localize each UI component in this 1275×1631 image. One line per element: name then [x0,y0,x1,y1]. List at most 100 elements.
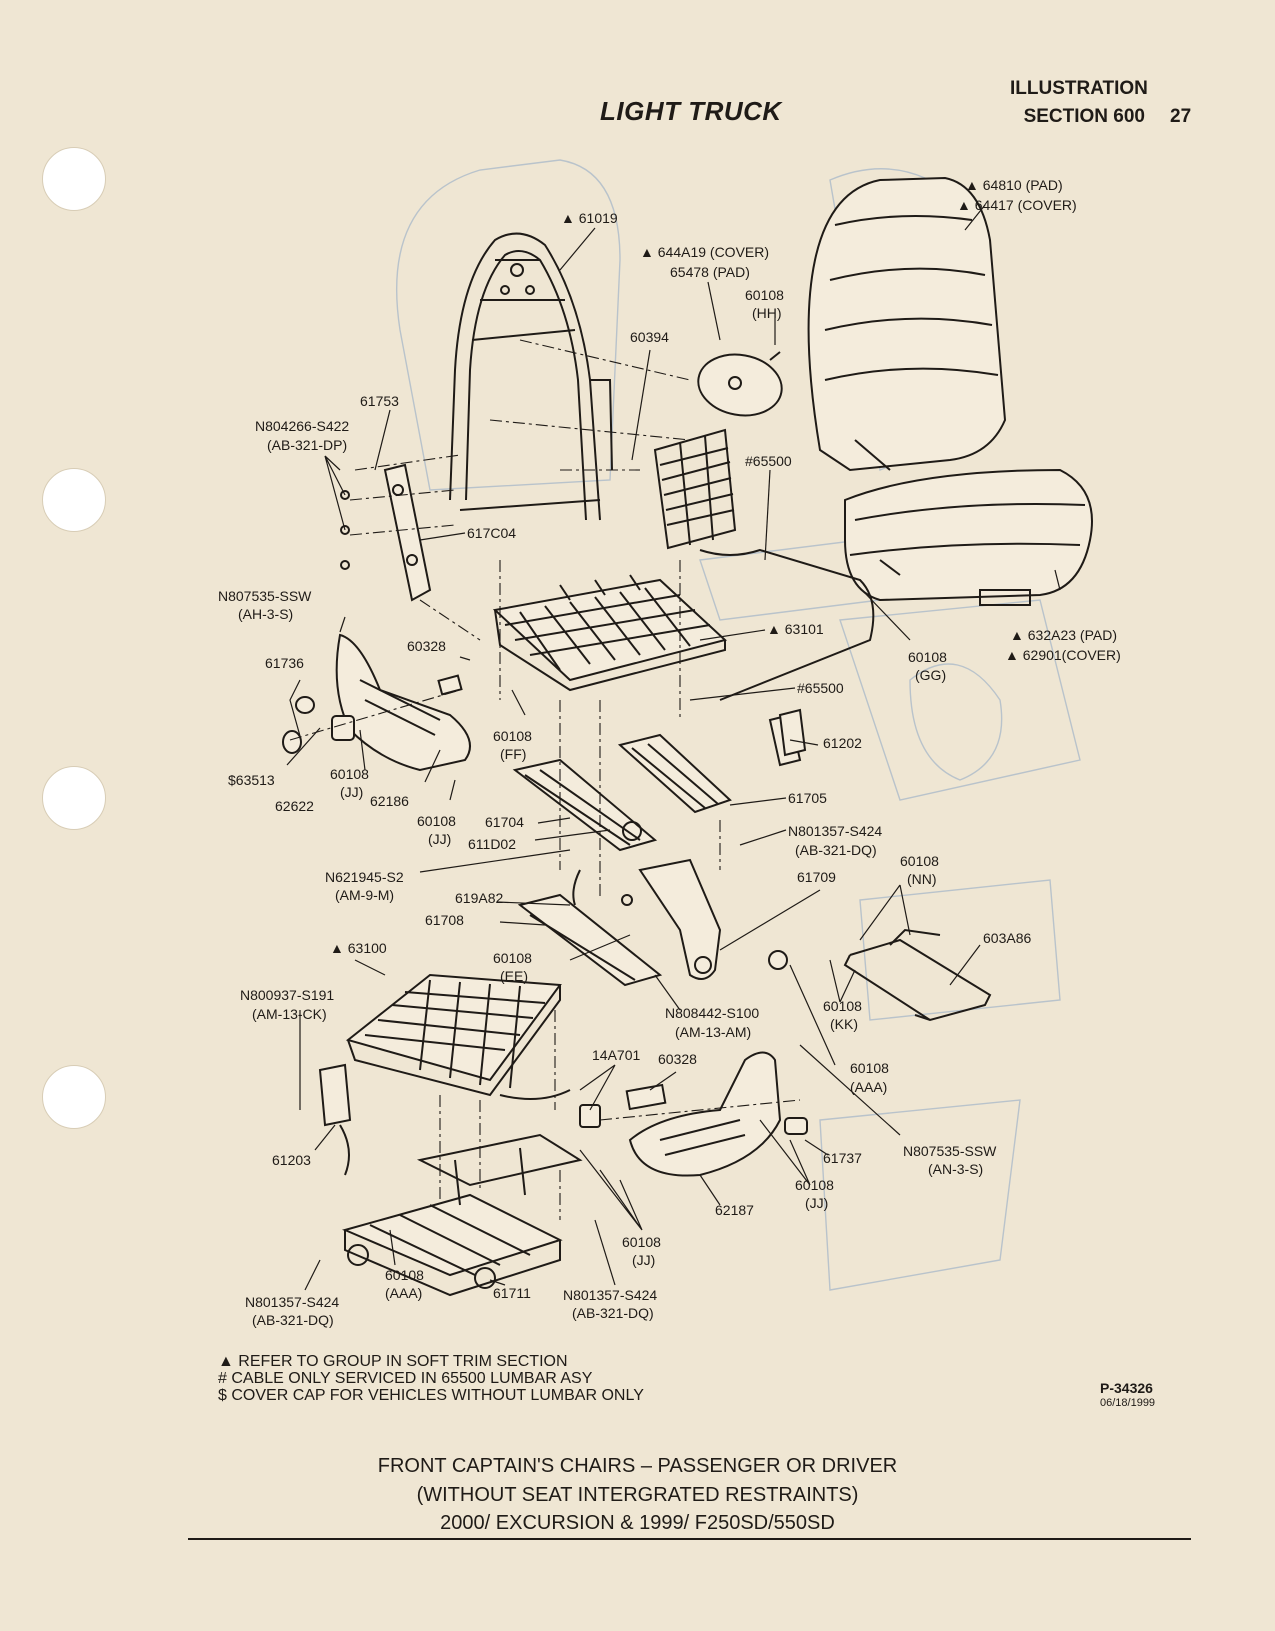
callout-63100: ▲ 63100 [330,940,387,956]
callout-N801357-left: N801357-S424 [245,1294,339,1310]
callout-N804266: N804266-S422 [255,418,349,434]
recliner-hinge [340,463,432,602]
caption-line-3: 2000/ EXCURSION & 1999/ F250SD/550SD [440,1512,835,1534]
callout-N807535: N807535-SSW [218,588,312,604]
callout-60108-GG: 60108 [908,649,947,665]
callout-61737: 61737 [823,1150,862,1166]
callout-62186: 62186 [370,793,409,809]
callout-60394: 60394 [630,329,669,345]
callout-64810: ▲ 64810 (PAD) [965,177,1063,193]
callout-60108-JJ-3-code: (JJ) [805,1195,828,1211]
callout-60108-KK-code: (KK) [830,1016,858,1032]
callout-N801357-right-code: (AB-321-DQ) [572,1305,654,1321]
note-cover-cap: $ COVER CAP FOR VEHICLES WITHOUT LUMBAR … [218,1387,644,1404]
plate-date: 06/18/1999 [1100,1397,1156,1409]
callout-62187: 62187 [715,1202,754,1218]
note-cable-only: # CABLE ONLY SERVICED IN 65500 LUMBAR AS… [218,1370,593,1387]
callout-N801357-right: N801357-S424 [563,1287,657,1303]
binder-hole [42,1065,106,1129]
callout-N621945-code: (AM-9-M) [335,887,394,903]
binder-hole [42,468,106,532]
callout-60108-KK: 60108 [823,998,862,1014]
callout-60108-JJ-4: 60108 [622,1234,661,1250]
callout-N808442: N808442-S100 [665,1005,759,1021]
callout-61753: 61753 [360,393,399,409]
section-label: SECTION 600 [1023,106,1145,127]
callout-61019: ▲ 61019 [561,210,618,226]
assembly-center-lines [289,339,801,1220]
callout-62622: 62622 [275,798,314,814]
callout-60108-JJ-2: 60108 [417,813,456,829]
callout-63101: ▲ 63101 [767,621,824,637]
callout-60108-JJ-4-code: (JJ) [632,1252,655,1268]
callout-60108-EE-code: (EE) [500,968,528,984]
callout-61736: 61736 [265,655,304,671]
right-side-shield [579,1051,808,1177]
callout-61202: 61202 [823,735,862,751]
callout-61708: 61708 [425,912,464,928]
callout-60108-NN: 60108 [900,853,939,869]
lumbar-grid [653,428,875,701]
callout-N807535-low-code: (AN-3-S) [928,1161,983,1177]
release-wire-603A86 [768,928,992,1022]
legend-notes: ▲ REFER TO GROUP IN SOFT TRIM SECTION # … [218,1353,644,1404]
callout-60108-NN-code: (NN) [907,871,937,887]
note-soft-trim: ▲ REFER TO GROUP IN SOFT TRIM SECTION [218,1353,568,1370]
left-side-shield [282,633,471,772]
callout-60328-top: 60328 [407,638,446,654]
callout-61203: 61203 [272,1152,311,1168]
callout-14A701: 14A701 [592,1047,640,1063]
callout-61711: 61711 [493,1285,531,1301]
lumbar-handles [318,708,807,1176]
callout-62901: ▲ 62901(COVER) [1005,647,1121,663]
binder-hole [42,147,106,211]
callout-60108-AAA-2: 60108 [385,1267,424,1283]
callout-60108-FF-code: (FF) [500,746,526,762]
seat-back-frame [449,232,613,521]
callout-N807535-code: (AH-3-S) [238,606,293,622]
callout-N800937-code: (AM-13-CK) [252,1006,327,1022]
callout-65500-mid: #65500 [797,680,844,696]
callout-60108-AAA-2-code: (AAA) [385,1285,422,1301]
callout-60108-JJ-1-code: (JJ) [340,784,363,800]
callout-60108-HH-code: (HH) [752,305,782,321]
lower-track-assembly [341,1133,583,1297]
caption-line-1: FRONT CAPTAIN'S CHAIRS – PASSENGER OR DR… [377,1455,898,1477]
leader-lines [286,204,1061,1291]
callout-603A86: 603A86 [983,930,1031,946]
callout-N800937: N800937-S191 [240,987,334,1003]
seat-back-cushion [807,176,1007,472]
callout-60108-FF: 60108 [493,728,532,744]
bottom-rule [188,1538,1191,1540]
callout-65500-top: #65500 [745,453,792,469]
callout-61705: 61705 [788,790,827,806]
callout-60108-JJ-3: 60108 [795,1177,834,1193]
callout-619A82: 619A82 [455,890,503,906]
callout-65478: 65478 (PAD) [670,264,750,280]
caption-line-2: (WITHOUT SEAT INTERGRATED RESTRAINTS) [416,1484,859,1506]
seat-cushion [844,468,1093,606]
binder-hole [42,766,106,830]
callout-60108-JJ-2-code: (JJ) [428,831,451,847]
callout-617C04: 617C04 [467,525,516,541]
lower-frame-rails [517,858,722,987]
plate-number: P-34326 [1100,1380,1153,1396]
callout-60108-JJ-1: 60108 [330,766,369,782]
callout-N808442-code: (AM-13-AM) [675,1024,751,1040]
callout-labels: ▲ 61019 ▲ 64810 (PAD) ▲ 64417 (COVER) ▲ … [218,177,1121,1328]
page-title: LIGHT TRUCK [600,96,782,126]
callout-61704: 61704 [485,814,524,830]
page-number: 27 [1170,106,1192,127]
callout-N621945: N621945-S2 [325,869,404,885]
callout-611D02: 611D02 [468,836,516,852]
callout-60328-low: 60328 [658,1051,697,1067]
callout-60108-AAA-1: 60108 [850,1060,889,1076]
seat-pan-upper [492,574,728,692]
callout-632A23: ▲ 632A23 (PAD) [1010,627,1117,643]
callout-N804266-code: (AB-321-DP) [267,437,347,453]
callout-64417: ▲ 64417 (COVER) [957,197,1077,213]
callout-61709: 61709 [797,869,836,885]
callout-63513: $63513 [228,772,275,788]
